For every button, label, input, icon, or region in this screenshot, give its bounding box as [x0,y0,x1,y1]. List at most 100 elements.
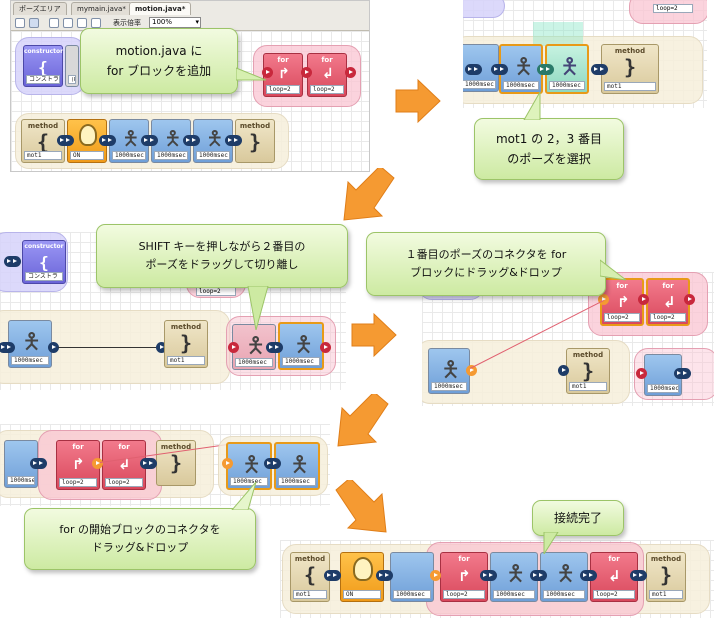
connector-icon[interactable] [225,135,242,146]
connector-icon[interactable] [558,365,569,376]
connector-icon[interactable] [320,342,331,353]
connector-icon[interactable] [466,365,477,376]
callout-pointer [247,286,269,330]
block-title: constructor [24,243,64,250]
loop-count: loop=2 [443,590,485,599]
connector-icon[interactable] [376,570,393,581]
connector-icon[interactable] [598,294,609,305]
block-label: 1000msec [503,81,539,90]
pose-block[interactable]: 🯅 1000msec [428,348,470,394]
step-arrow-down-left-1 [343,168,395,221]
block-title: for [608,555,620,563]
block-label: mot1 [293,590,327,599]
block-title: method [27,122,59,130]
tab-pose-area[interactable]: ポーズエリア [13,2,67,15]
connector-icon[interactable] [4,256,21,267]
connector-icon[interactable] [264,458,281,469]
connector-icon[interactable] [480,570,497,581]
tab-motion[interactable]: motion.java* [129,2,192,15]
method-end-block[interactable]: method } [156,440,196,486]
block-title: method [650,555,682,563]
connector-icon[interactable] [156,342,167,353]
connector-icon[interactable] [228,342,239,353]
connector-icon[interactable] [30,458,47,469]
person-icon: 🯅 [294,333,314,358]
connector-icon[interactable] [48,342,59,353]
cut-icon[interactable] [49,18,59,28]
pose-block[interactable]: 🯅 1000msec [540,552,588,602]
connector-icon[interactable] [262,67,273,78]
pose-block[interactable]: 🯅 1000msec [8,320,52,368]
connector-icon[interactable] [537,64,554,75]
save-icon[interactable] [29,18,39,28]
constructor-block[interactable]: constructor { コンストラ [23,45,63,87]
for-end-block[interactable]: for ↲ loop=2 [307,53,347,97]
connector-icon[interactable] [266,342,283,353]
method-end-block[interactable]: method } mot1 [646,552,686,602]
connector-icon[interactable] [57,135,74,146]
connector-icon[interactable] [140,458,157,469]
paste-icon[interactable] [77,18,87,28]
block-label: 1000msec [431,382,467,391]
block-label: mot1 [24,151,62,160]
block-label: 1000msec [393,590,431,599]
connector-icon[interactable] [183,135,200,146]
connector-icon[interactable] [0,342,15,353]
block-title: method [572,351,604,359]
connector-icon[interactable] [92,458,103,469]
connector-icon[interactable] [430,570,441,581]
brace-icon: } [581,359,595,383]
method-end-block[interactable]: method } mot1 [566,348,610,394]
connector-icon[interactable] [301,67,312,78]
connector-icon[interactable] [345,67,356,78]
callout-pointer [523,92,541,120]
person-icon: 🯅 [514,55,534,80]
pose-block[interactable]: 1000msec [390,552,434,602]
connector-icon[interactable] [636,368,647,379]
connector-icon[interactable] [591,64,608,75]
tab-mymain[interactable]: mymain.java* [71,2,132,15]
pose-block-selected[interactable]: 🯅 1000msec [545,44,589,94]
method-end-block[interactable]: method } mot1 [164,320,208,368]
method-end-block[interactable]: method } mot1 [601,44,659,94]
new-file-icon[interactable] [15,18,25,28]
connector-icon[interactable] [684,294,695,305]
connector-icon[interactable] [99,135,116,146]
copy-icon[interactable] [63,18,73,28]
connector-icon[interactable] [465,64,482,75]
connector-icon[interactable] [674,368,691,379]
constructor-block[interactable]: constructor { コンストラ [22,240,66,284]
for-end-block[interactable]: for ↲ loop=2 [646,278,690,326]
pose-block[interactable]: 🯅 1000msec [490,552,538,602]
connector-icon[interactable] [141,135,158,146]
connector-icon[interactable] [630,570,647,581]
brace-icon: } [623,55,637,79]
brace-icon: { [303,563,317,587]
callout-line: for の開始ブロックのコネクタを [59,523,221,536]
editor-panel-6: method { mot1 ON 1000msec for ↱ loop=2 🯅… [280,540,714,618]
connector-icon[interactable] [580,570,597,581]
robo-block[interactable]: (Robo [65,45,79,87]
loop-count: loop=2 [105,478,143,487]
method-block[interactable]: method { mot1 [290,552,330,602]
pose-block[interactable]: 🯅 1000msec [274,442,320,490]
connector-icon[interactable] [638,294,649,305]
block-title: for [321,56,333,64]
callout-pointer [236,67,266,81]
callout-select-poses: mot1 の 2，3 番目 のポーズを選択 [474,118,624,180]
callout-line: 接続完了 [553,511,602,525]
zoom-select[interactable]: 100% [149,17,201,28]
block-label: 1000msec [543,590,585,599]
light-on-block[interactable]: ON [340,552,384,602]
connector-icon[interactable] [222,458,233,469]
block-label: 1000msec [647,384,679,393]
person-icon: 🯅 [506,562,526,587]
delete-icon[interactable] [91,18,101,28]
callout-detach-pose: SHIFT キーを押しながら２番目の ポーズをドラッグして切り離し [96,224,348,288]
connector-icon[interactable] [530,570,547,581]
block-label: 1000msec [112,151,146,160]
connector-icon[interactable] [324,570,341,581]
connector-icon[interactable] [491,64,508,75]
block-title: for [616,282,628,290]
pose-block-dragged[interactable]: 🯅 1000msec [278,322,324,370]
